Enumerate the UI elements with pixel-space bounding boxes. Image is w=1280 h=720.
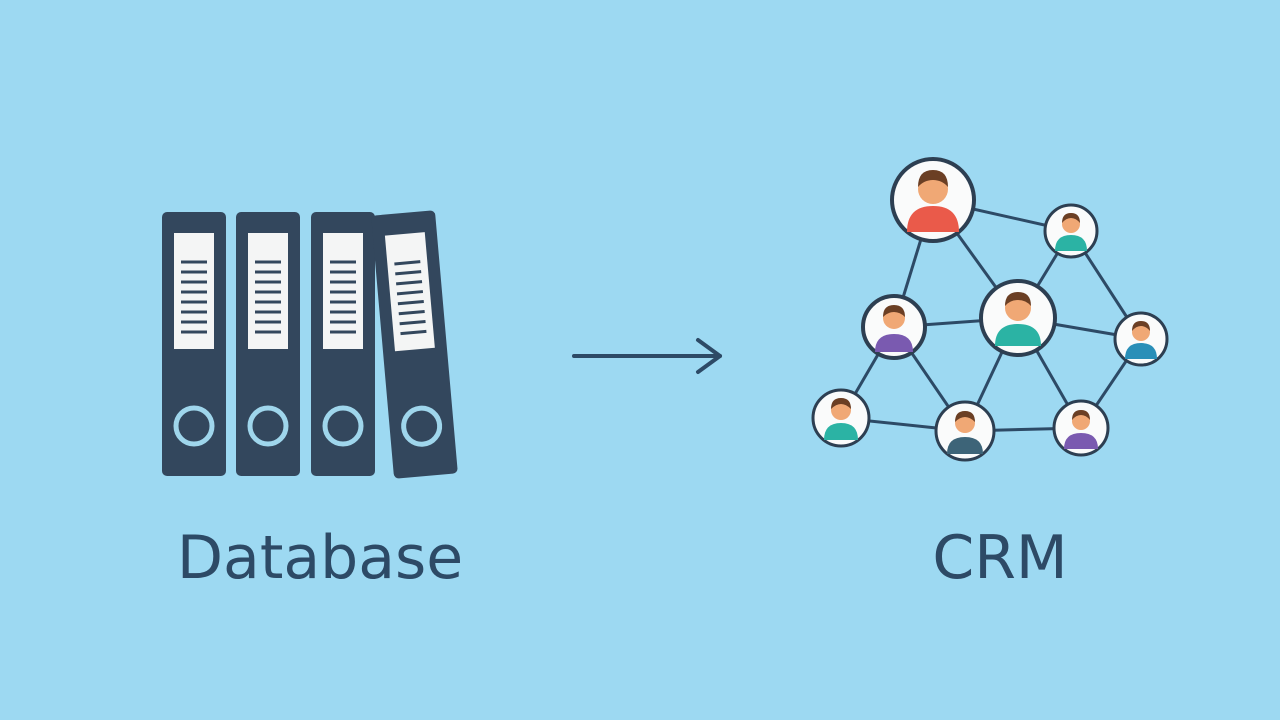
binder-4-tilted xyxy=(371,210,458,479)
binder-3 xyxy=(311,212,375,476)
crm-label: CRM xyxy=(932,523,1068,593)
person-node-bottom-right xyxy=(1052,399,1110,457)
arrow-right-icon xyxy=(572,338,722,374)
person-node-left xyxy=(861,294,927,360)
person-node-right xyxy=(1113,311,1169,367)
binder-stack-icon xyxy=(162,210,458,479)
person-node-center xyxy=(979,279,1057,357)
person-node-bottom-center xyxy=(934,400,996,462)
person-node-bottom-left xyxy=(811,388,871,448)
database-label: Database xyxy=(176,523,464,593)
binder-1 xyxy=(162,212,226,476)
person-node-top-right xyxy=(1043,203,1099,259)
binder-2 xyxy=(236,212,300,476)
person-node-large xyxy=(890,157,976,243)
people-network-icon xyxy=(811,157,1169,462)
